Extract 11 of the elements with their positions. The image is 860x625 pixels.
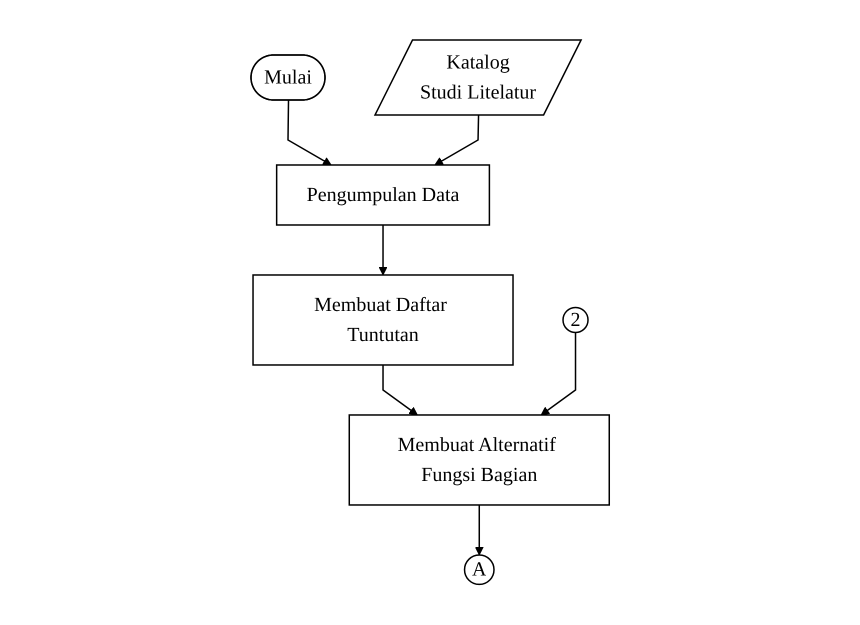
node-box: Membuat Alternatif Fungsi Bagian (348, 414, 610, 506)
node-box: Membuat Daftar Tuntutan (252, 274, 514, 366)
node-circle: 2 (562, 306, 589, 334)
arrow (382, 365, 418, 416)
node-box: Pengumpulan Data (276, 164, 490, 226)
arrow (540, 332, 576, 416)
arrow (434, 116, 480, 166)
arrow (378, 225, 388, 276)
arrow (287, 100, 332, 166)
node-circle: A (464, 554, 495, 586)
arrow (474, 505, 484, 556)
